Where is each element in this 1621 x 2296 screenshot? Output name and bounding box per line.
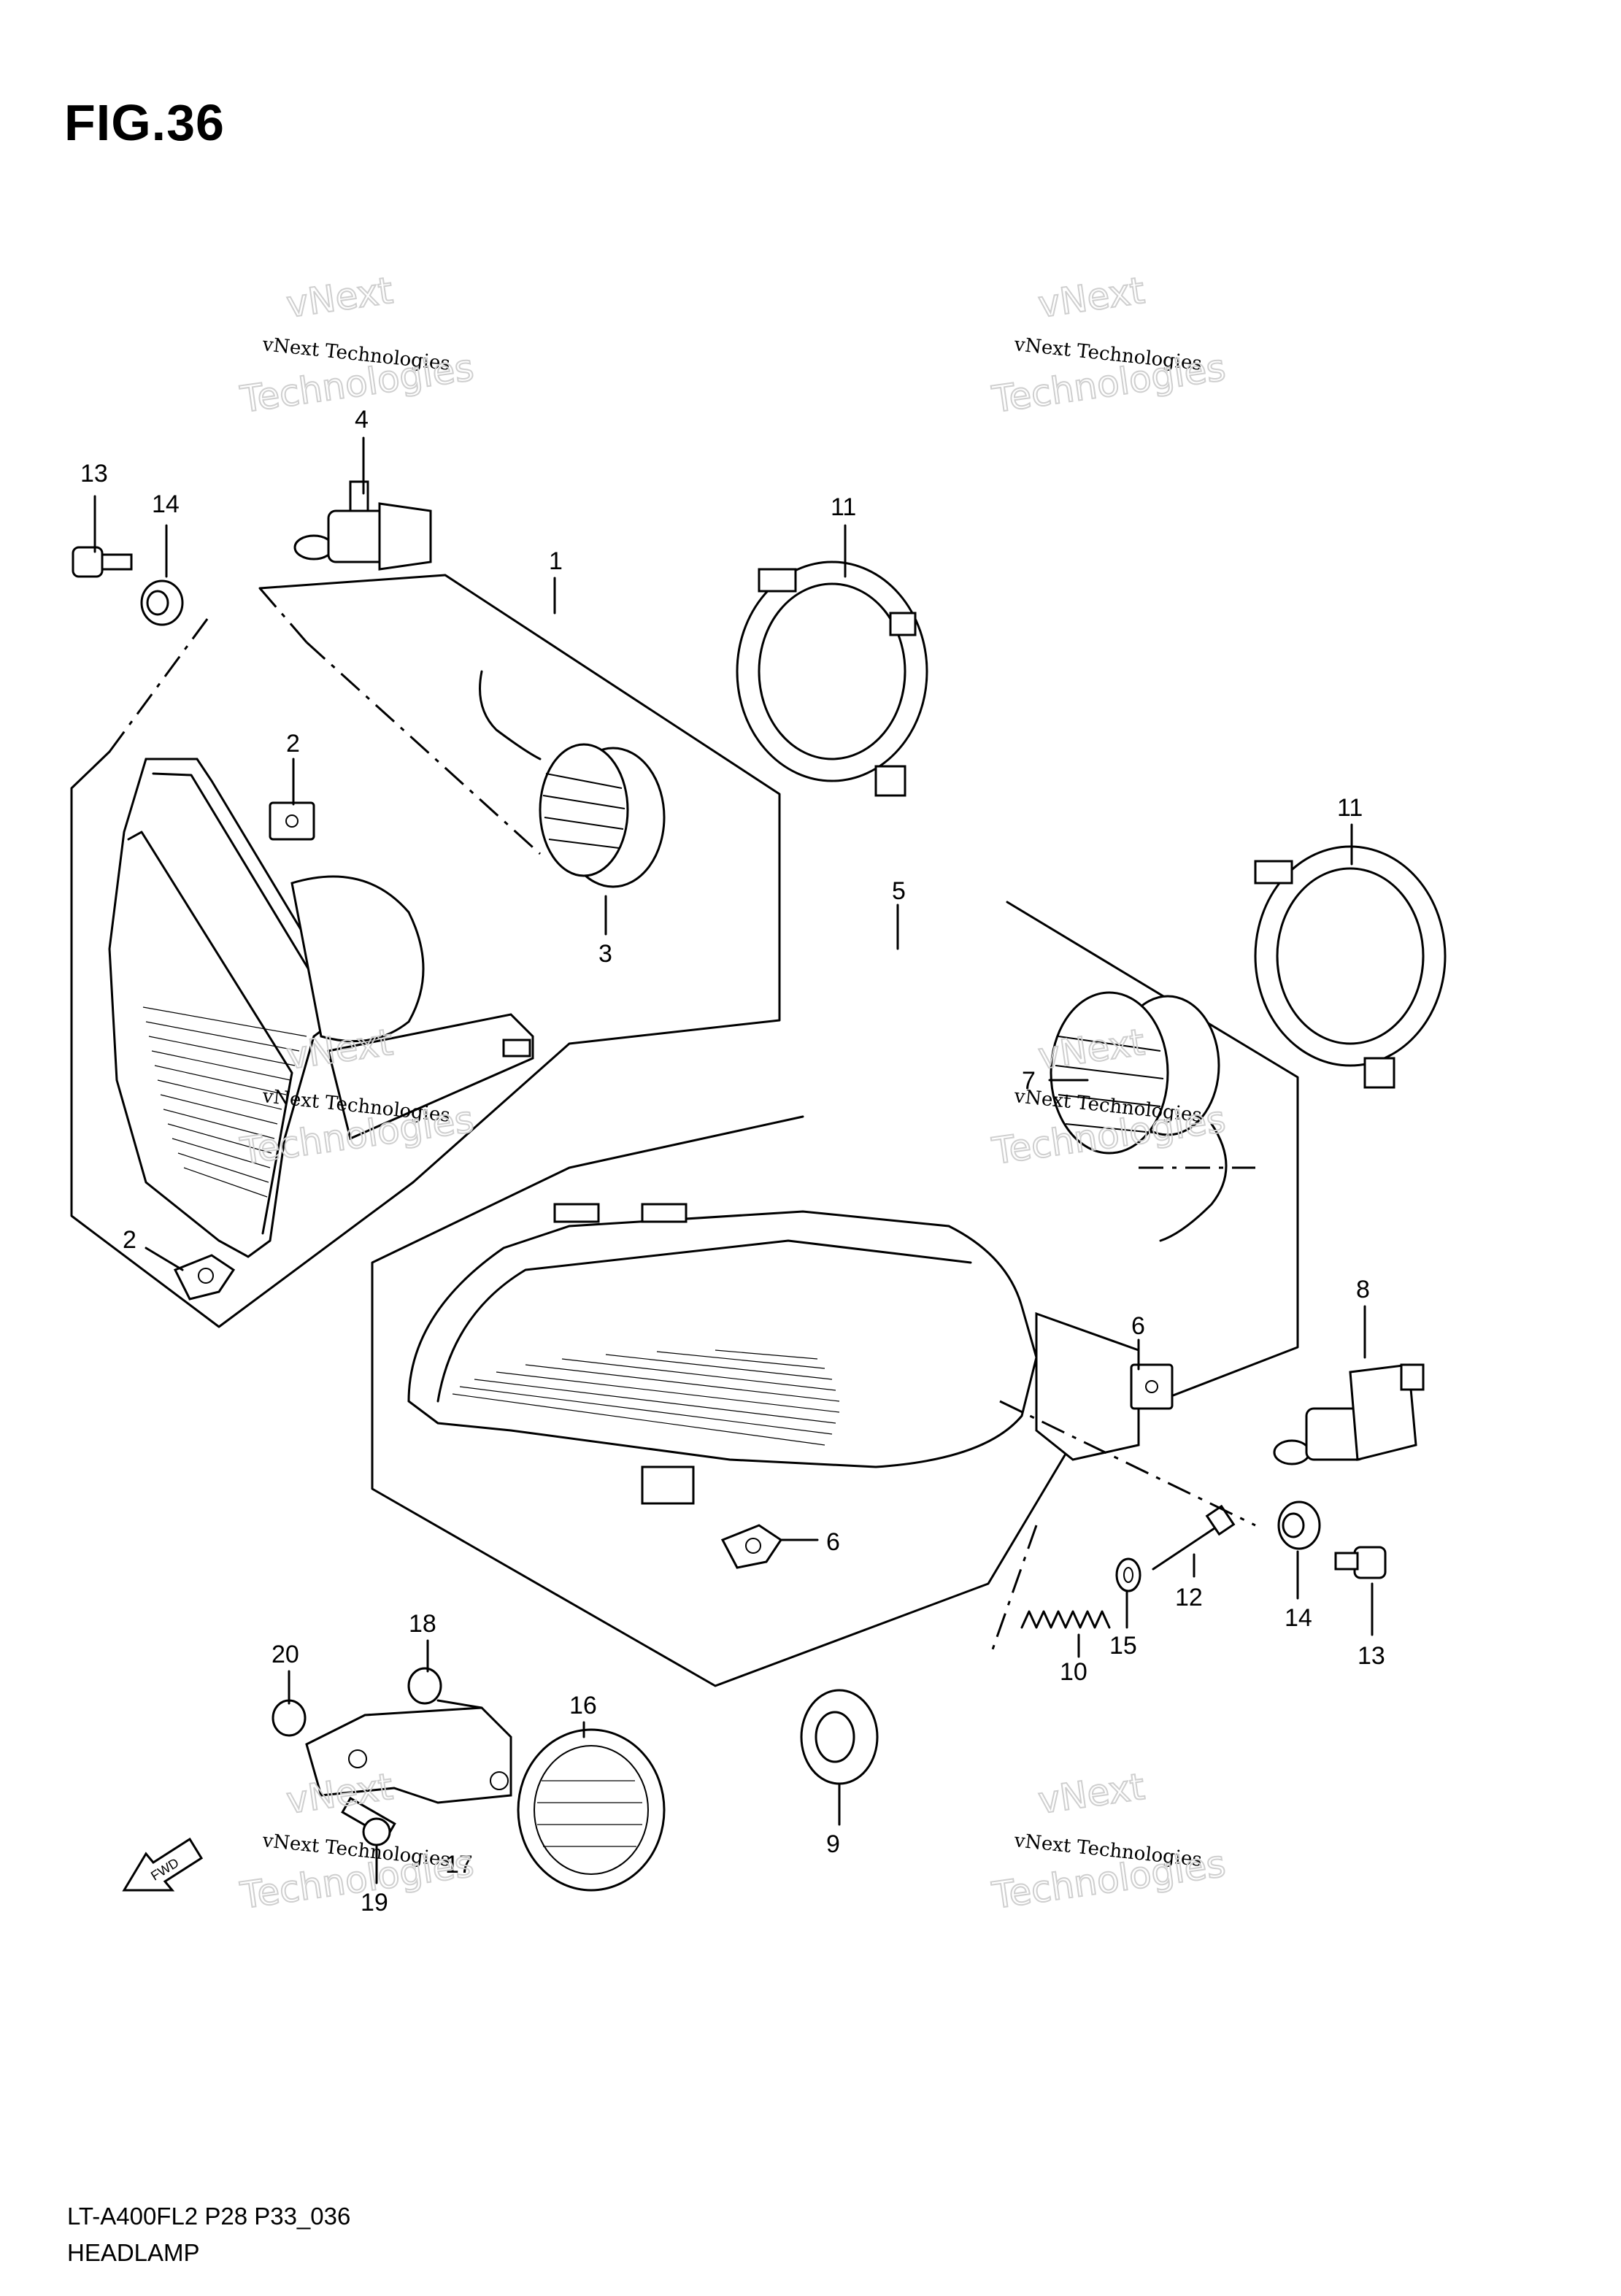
clip-nut-6a — [1130, 1363, 1174, 1410]
section-name: HEADLAMP — [67, 2239, 200, 2266]
callout-18: 18 — [409, 1610, 436, 1638]
callout-14b: 14 — [1285, 1604, 1312, 1632]
retainer-ring-right — [1254, 845, 1447, 1089]
screw-top-left — [72, 546, 133, 578]
callout-13: 13 — [80, 460, 108, 488]
leader-lines — [93, 436, 1374, 1884]
callout-6b: 6 — [826, 1528, 840, 1556]
callout-20: 20 — [272, 1641, 299, 1668]
callout-labels: 13 14 4 1 2 2 3 11 5 11 7 8 6 6 12 15 10… — [80, 406, 1385, 1916]
callout-7: 7 — [1022, 1067, 1036, 1095]
callout-17: 17 — [445, 1851, 473, 1879]
assembly-boundary-left — [70, 574, 781, 1328]
headlamp-left — [108, 758, 534, 1258]
callout-12: 12 — [1175, 1584, 1203, 1611]
callout-13b: 13 — [1358, 1642, 1385, 1670]
adjusting-screw — [1152, 1504, 1236, 1571]
callout-10: 10 — [1060, 1658, 1087, 1686]
clip-nut-6b — [720, 1524, 783, 1569]
callout-4: 4 — [355, 406, 369, 434]
nut-18 — [407, 1667, 442, 1705]
callout-16: 16 — [569, 1692, 597, 1719]
clip-nut-2b — [173, 1254, 236, 1301]
headlamp-right — [407, 1203, 1140, 1505]
callout-6a: 6 — [1131, 1312, 1145, 1340]
bulb-left — [293, 480, 432, 571]
socket-right — [1050, 991, 1228, 1242]
guide-lines — [108, 588, 1256, 1650]
callout-11a: 11 — [831, 493, 856, 521]
spring — [1020, 1610, 1111, 1629]
socket-left — [479, 670, 666, 888]
callout-19: 19 — [361, 1889, 388, 1916]
cushion-right — [1277, 1501, 1321, 1550]
cushion-top-left — [140, 579, 184, 626]
callout-9: 9 — [826, 1830, 840, 1858]
watermark-vnext: vNext — [1036, 269, 1147, 326]
watermark-vnext: vNext — [1036, 1765, 1147, 1822]
callout-3: 3 — [598, 940, 612, 968]
reflector — [517, 1728, 666, 1892]
callout-2b: 2 — [123, 1226, 136, 1254]
screw-right — [1334, 1546, 1387, 1579]
bulb-right — [1273, 1363, 1425, 1465]
washer — [1115, 1557, 1141, 1592]
callout-1: 1 — [549, 547, 563, 575]
grommet — [800, 1689, 879, 1785]
callout-2a: 2 — [286, 730, 300, 758]
bolt-19 — [341, 1796, 396, 1846]
fwd-arrow-icon: FWD — [122, 1837, 204, 1892]
callout-11b: 11 — [1337, 794, 1363, 822]
reflector-bracket — [305, 1706, 512, 1804]
callout-15: 15 — [1109, 1632, 1137, 1660]
assembly-boundary-right — [371, 901, 1299, 1687]
figure-title: FIG.36 — [64, 94, 225, 151]
retainer-ring-top — [736, 560, 928, 797]
callout-14: 14 — [152, 490, 180, 518]
callout-8: 8 — [1356, 1276, 1370, 1303]
nut-20 — [272, 1699, 307, 1737]
watermark-vnext: vNext — [284, 269, 396, 326]
clip-nut-2a — [269, 801, 315, 841]
model-code: LT-A400FL2 P28 P33_036 — [67, 2203, 351, 2230]
callout-5: 5 — [892, 877, 906, 905]
